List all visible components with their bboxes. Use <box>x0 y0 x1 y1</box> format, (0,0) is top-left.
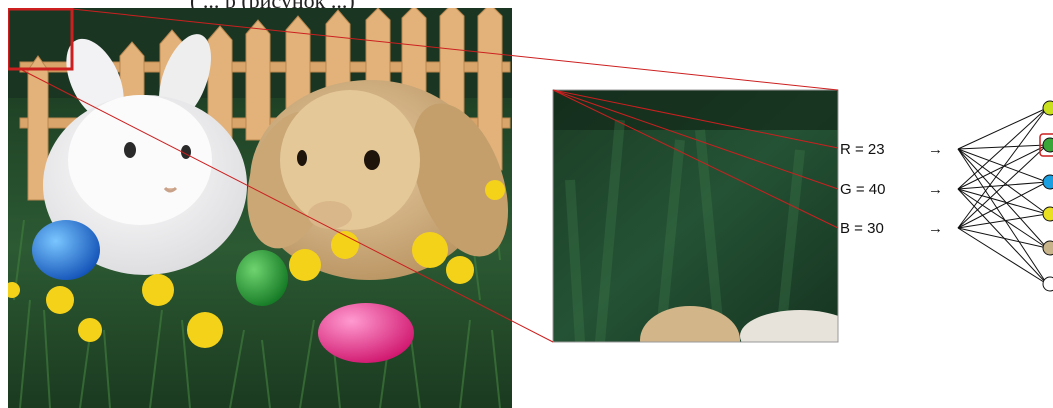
r-value-label: R = 23 <box>840 141 885 158</box>
b-value-label: B = 30 <box>840 220 884 237</box>
nn-node-2 <box>1043 138 1053 152</box>
g-value-label: G = 40 <box>840 181 885 198</box>
nn-node-1 <box>1043 101 1053 115</box>
g-arrow: → <box>928 181 943 198</box>
green-egg <box>236 250 288 306</box>
neural-network <box>958 101 1053 291</box>
nn-node-6 <box>1043 277 1053 291</box>
nn-node-4 <box>1043 207 1053 221</box>
bunny-photo <box>4 4 527 408</box>
nn-node-3 <box>1043 175 1053 189</box>
nn-node-5 <box>1043 241 1053 255</box>
nn-connections <box>958 108 1047 284</box>
zoomed-region <box>553 90 860 374</box>
rgb-labels: R = 23 G = 40 B = 30 → → → <box>840 141 943 237</box>
r-arrow: → <box>928 141 943 158</box>
b-arrow: → <box>928 220 943 237</box>
blue-egg <box>32 220 100 280</box>
pink-egg <box>318 303 414 363</box>
